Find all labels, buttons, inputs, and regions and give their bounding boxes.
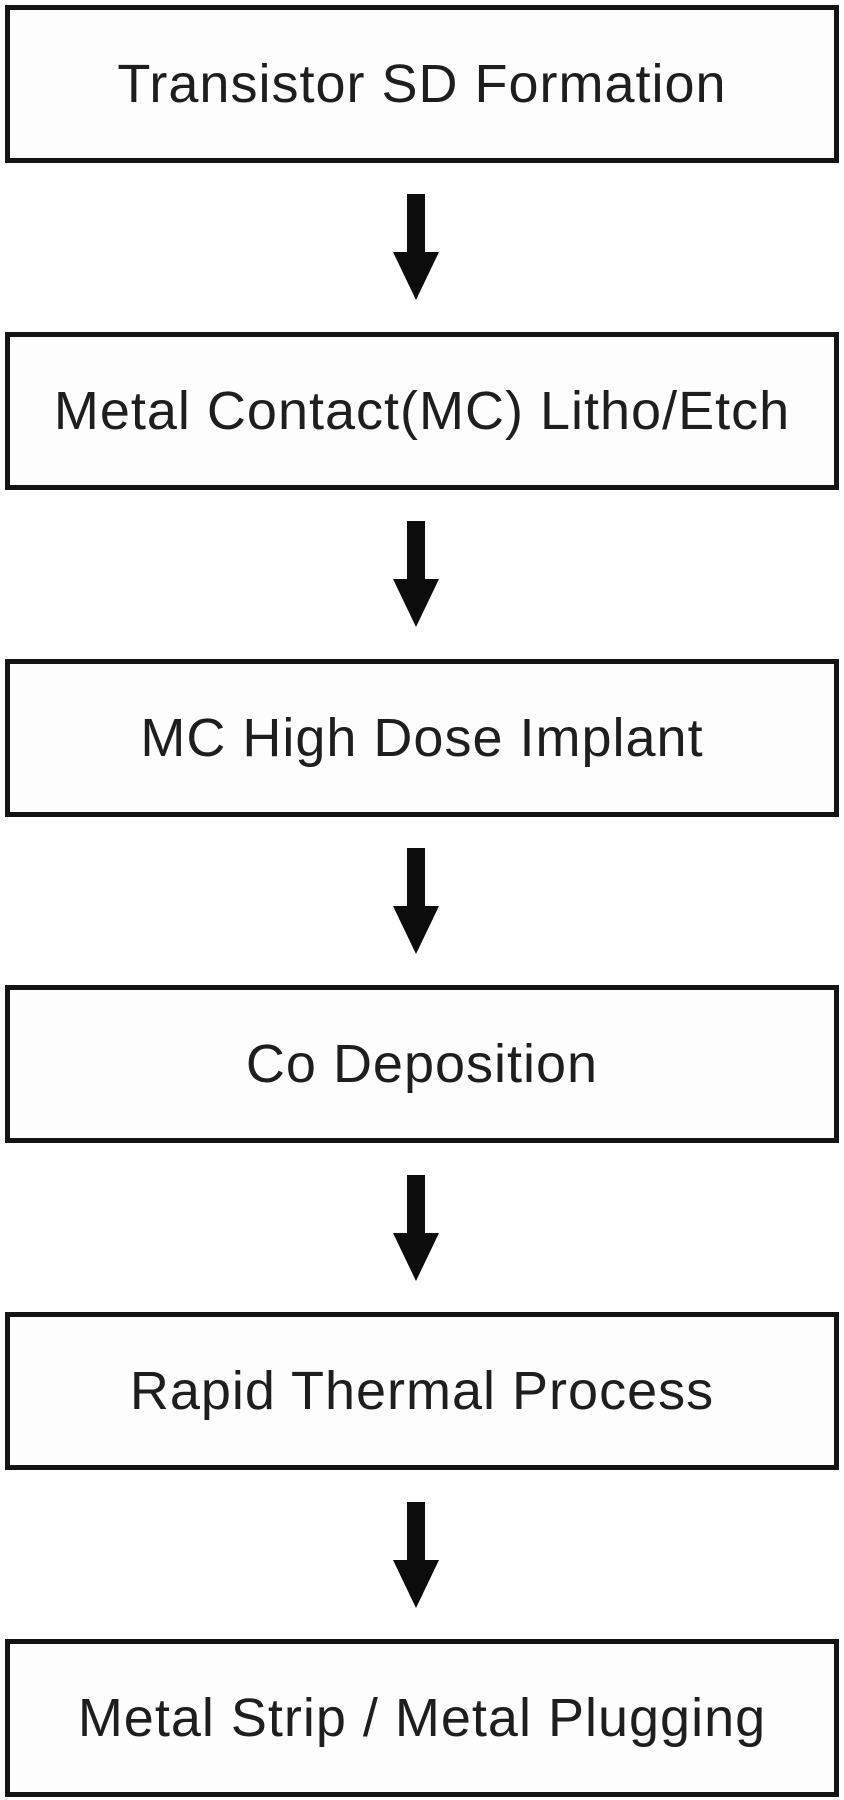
- down-arrow-icon: [393, 1501, 439, 1608]
- flow-step-rapid-thermal-process: Rapid Thermal Process: [5, 1312, 839, 1471]
- step-label: MC High Dose Implant: [140, 707, 704, 768]
- flow-step-co-deposition: Co Deposition: [5, 985, 839, 1144]
- connector-gap: [5, 817, 839, 986]
- step-label: Co Deposition: [245, 1034, 599, 1095]
- flow-step-transistor-sd-formation: Transistor SD Formation: [5, 5, 839, 163]
- down-arrow-icon: [393, 521, 439, 628]
- flow-step-mc-high-dose-implant: MC High Dose Implant: [5, 658, 839, 817]
- connector-gap: [5, 490, 839, 659]
- connector-gap: [5, 1470, 839, 1639]
- step-label: Transistor SD Formation: [117, 54, 727, 114]
- down-arrow-icon: [393, 194, 439, 301]
- step-label: Metal Strip / Metal Plugging: [77, 1687, 767, 1748]
- step-label: Rapid Thermal Process: [129, 1361, 715, 1422]
- step-label: Metal Contact(MC) Litho/Etch: [53, 380, 791, 441]
- down-arrow-icon: [393, 1174, 439, 1281]
- flow-step-metal-strip-metal-plugging: Metal Strip / Metal Plugging: [5, 1638, 839, 1797]
- connector-gap: [5, 163, 839, 332]
- flow-step-metal-contact-litho-etch: Metal Contact(MC) Litho/Etch: [5, 331, 839, 490]
- connector-gap: [5, 1143, 839, 1312]
- down-arrow-icon: [393, 847, 439, 954]
